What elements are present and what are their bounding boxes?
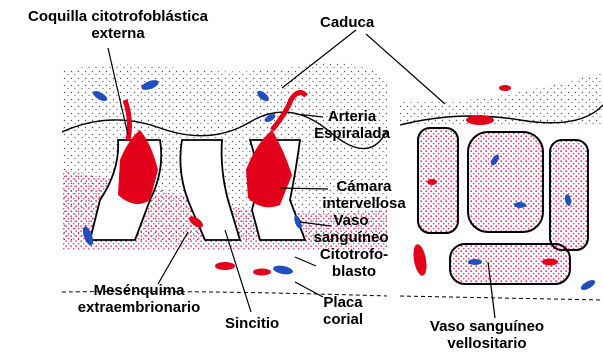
label-vaso-vell-line1: Vaso sanguíneo <box>412 318 562 335</box>
label-mesenquima-line2: extraembrionario <box>66 299 212 316</box>
label-vaso-vell-line2: vellositario <box>412 335 562 352</box>
label-caduca: Caduca <box>320 14 374 31</box>
label-vaso: Vaso sanguíneo <box>306 212 396 246</box>
villus-3 <box>550 140 588 250</box>
label-camara-line2: intervellosa <box>322 195 406 212</box>
villus-2 <box>468 132 543 232</box>
label-camara-line1: Cámara <box>322 178 406 195</box>
right-section <box>400 72 603 300</box>
label-arteria-line1: Arteria <box>312 108 392 125</box>
label-arteria: Arteria Espiralada <box>312 108 392 142</box>
label-placa-line1: Placa <box>314 294 372 311</box>
label-camara: Cámara intervellosa <box>322 178 406 212</box>
label-citotrofoblasto: Citotrofo- blasto <box>310 246 398 280</box>
label-citotrofo-line1: Citotrofo- <box>310 246 398 263</box>
villus-1 <box>418 128 458 233</box>
label-mesenquima: Mesénquima extraembrionario <box>66 282 212 316</box>
label-vaso-vellositario: Vaso sanguíneo vellositario <box>412 318 562 352</box>
label-coquilla-line2: externa <box>2 25 234 42</box>
label-mesenquima-line1: Mesénquima <box>66 282 212 299</box>
label-coquilla-line1: Coquilla citotrofoblástica <box>2 8 234 25</box>
label-vaso-line2: sanguíneo <box>306 229 396 246</box>
label-coquilla: Coquilla citotrofoblástica externa <box>2 8 234 42</box>
label-sincitio: Sincitio <box>225 315 279 332</box>
label-citotrofo-line2: blasto <box>310 263 398 280</box>
label-placa-line2: corial <box>314 311 372 328</box>
label-arteria-line2: Espiralada <box>312 125 392 142</box>
label-placa-corial: Placa corial <box>314 294 372 328</box>
label-vaso-line1: Vaso <box>306 212 396 229</box>
